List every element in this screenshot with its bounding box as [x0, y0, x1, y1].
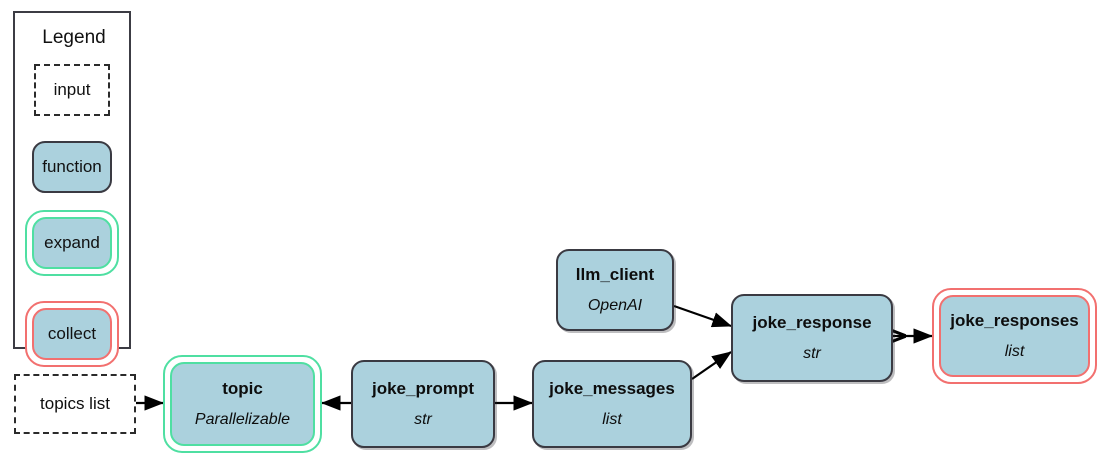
node-topic-inner: topic Parallelizable	[170, 362, 315, 446]
node-joke-responses-name: joke_responses	[950, 310, 1079, 330]
node-topics-list[interactable]: topics list	[14, 374, 136, 434]
node-topic-name: topic	[222, 378, 263, 398]
legend-item-input: input	[34, 64, 110, 116]
node-joke-prompt-type: str	[414, 411, 432, 429]
node-joke-prompt[interactable]: joke_prompt str	[351, 360, 495, 448]
node-joke-responses-type: list	[1004, 343, 1025, 361]
node-topics-list-name: topics list	[40, 394, 110, 414]
node-joke-responses[interactable]: joke_responses list	[932, 288, 1097, 384]
edge-joke-messages-to-joke-response	[691, 351, 732, 380]
node-joke-prompt-name: joke_prompt	[371, 378, 475, 398]
node-joke-messages-type: list	[602, 411, 622, 429]
node-joke-response-name: joke_response	[752, 312, 872, 332]
legend-item-expand: expand	[25, 210, 119, 276]
node-llm-client-name: llm_client	[575, 264, 655, 284]
node-joke-messages-name: joke_messages	[549, 378, 675, 398]
legend-item-function-label: function	[42, 157, 102, 176]
legend-title: Legend	[42, 27, 106, 48]
legend-item-expand-label: expand	[44, 233, 100, 252]
node-joke-responses-inner: joke_responses list	[939, 295, 1090, 377]
legend-item-function: function	[32, 141, 112, 193]
legend-item-collect-label: collect	[47, 324, 97, 343]
node-llm-client[interactable]: llm_client OpenAI	[556, 249, 674, 331]
legend-item-expand-inner: expand	[32, 217, 112, 269]
legend-panel: Legend input function expand collect	[13, 11, 131, 367]
node-joke-response-type: str	[803, 345, 821, 363]
legend-item-collect: collect	[25, 301, 119, 367]
node-topic-type: Parallelizable	[194, 411, 291, 429]
node-joke-response[interactable]: joke_response str	[731, 294, 893, 382]
node-joke-messages[interactable]: joke_messages list	[532, 360, 692, 448]
legend-item-collect-inner: collect	[32, 308, 112, 360]
edge-llm-client-to-joke-response	[673, 304, 733, 328]
legend-item-input-label: input	[53, 80, 91, 99]
node-topic[interactable]: topic Parallelizable	[163, 355, 322, 453]
node-llm-client-type: OpenAI	[587, 297, 643, 315]
